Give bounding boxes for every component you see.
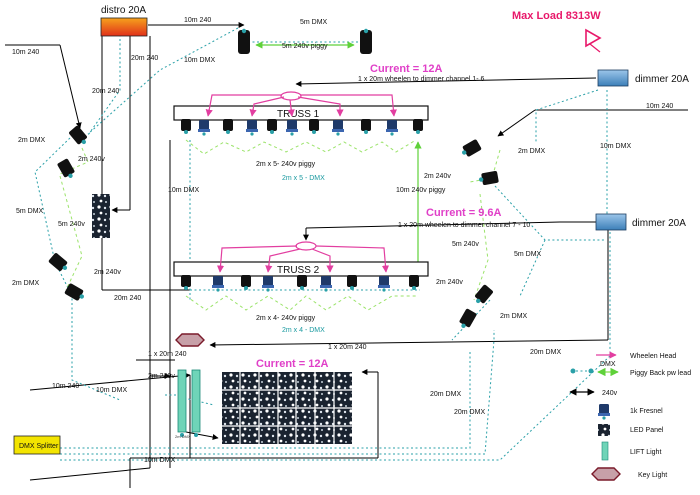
label-l-5mdmx: 5m DMX — [16, 208, 44, 215]
label-left-10m240: 10m 240 — [12, 49, 39, 56]
dmx-splitter: DMX Splitter — [13, 435, 61, 455]
label-b-20mdmx-a: 20m DMX — [530, 349, 561, 356]
label-l-2m240v-a: 2m 240v — [78, 156, 105, 163]
legend-lift-label: LIFT Light — [630, 449, 661, 456]
piggy-cables — [59, 41, 501, 311]
label-t1-piggy: 2m x 5- 240v piggy — [256, 161, 316, 168]
label-20m240-b: 20m 240 — [92, 88, 119, 95]
truss-2: TRUSS 2 — [173, 241, 429, 277]
left-fresnels — [48, 125, 87, 301]
label-r-5m240v: 5m 240v — [452, 241, 479, 248]
legend-piggy-label: Piggy Back pw lead — [630, 370, 691, 377]
legend-fresnel-icon — [598, 404, 610, 420]
legend-key-label: Key Light — [638, 472, 667, 479]
label-t2-dmx: 2m x 4 - DMX — [282, 327, 325, 334]
label-b-10mdmx: 10m DMX — [96, 387, 127, 394]
legend-lift-icon — [601, 441, 609, 461]
label-t1-dmx: 2m x 5 - DMX — [282, 175, 325, 182]
legend-led-icon — [598, 424, 610, 436]
dmx-cables — [34, 27, 611, 461]
top-fresnels — [238, 28, 372, 54]
label-b-1x20m240-b: 1 x 20m 240 — [328, 344, 367, 351]
distro-label: distro 20A — [101, 5, 146, 16]
truss-1: TRUSS 1 — [173, 91, 429, 121]
label-r-2m240v-a: 2m 240v — [424, 173, 451, 180]
label-l-2mdmx-a: 2m DMX — [18, 137, 46, 144]
label-b-1x20m240-a: 1 x 20m 240 — [148, 351, 187, 358]
legend-dmx-icon — [570, 368, 594, 374]
label-mid-20m240: 20m 240 — [114, 295, 141, 302]
dimmer-2-label: dimmer 20A — [632, 218, 686, 229]
label-lift-small: 2m DMX — [175, 434, 191, 439]
label-mid-piggy: 10m 240v piggy — [396, 187, 446, 194]
dimmer-1: dimmer 20A — [597, 69, 689, 87]
label-20m240-a: 20m 240 — [131, 55, 158, 62]
truss-2-wheelen — [216, 245, 390, 273]
truss-2-label: TRUSS 2 — [277, 265, 320, 276]
label-r-2mdmx-a: 2m DMX — [518, 148, 546, 155]
current-led-wall: Current = 12A — [256, 358, 328, 370]
legend-dmx-text: DMX — [600, 361, 616, 368]
legend-key-icon — [591, 467, 621, 481]
dimmer-2: dimmer 20A — [595, 213, 686, 231]
label-l-2mdmx-b: 2m DMX — [12, 280, 40, 287]
label-l-5m240v: 5m 240v — [58, 221, 85, 228]
label-l-2m240v-b: 2m 240v — [94, 269, 121, 276]
label-wheelen-1: 1 x 20m wheelen to dimmer channel 1- 6 — [358, 76, 485, 83]
power-cables — [5, 22, 688, 488]
led-panel-small — [92, 194, 110, 238]
legend-led-label: LED Panel — [630, 427, 664, 434]
legend-wheelen-label: Wheelen Head — [630, 353, 676, 360]
label-b-20mdmx-c: 20m DMX — [454, 409, 485, 416]
label-t2-piggy: 2m x 4- 240v piggy — [256, 315, 316, 322]
truss-2-fixtures — [181, 275, 419, 292]
label-10mdmx-top: 10m DMX — [184, 57, 215, 64]
cable-labels: 10m 240 5m DMX 5m 240v piggy 10m 240 20m… — [12, 17, 673, 464]
right-fresnels — [459, 139, 499, 328]
led-wall — [222, 372, 352, 444]
warning-flag-icon — [585, 28, 602, 53]
label-b-2m240v: 2m 240v — [148, 373, 175, 380]
legend-fresnel-label: 1k Fresnel — [630, 408, 663, 415]
label-mid-10mdmx: 10m DMX — [168, 187, 199, 194]
truss-1-wheelen — [205, 94, 397, 117]
label-b-10m240: 10m 240 — [52, 383, 79, 390]
dmx-splitter-label: DMX Splitter — [19, 443, 59, 450]
max-load-label: Max Load 8313W — [512, 10, 601, 22]
lift-lights — [177, 369, 201, 437]
current-truss-1: Current = 12A — [370, 63, 442, 75]
label-b-20mdmx-b: 20m DMX — [430, 391, 461, 398]
label-r-10m240: 10m 240 — [646, 103, 673, 110]
label-top-10m240: 10m 240 — [184, 17, 211, 24]
label-top-5mdmx: 5m DMX — [300, 19, 328, 26]
label-wheelen-2: 1 x 20m wheelen to dimmer channel 7 - 10 — [398, 222, 530, 229]
label-r-2mdmx-b: 2m DMX — [500, 313, 528, 320]
label-r-5mdmx: 5m DMX — [514, 251, 542, 258]
label-r-2m240v-b: 2m 240v — [436, 279, 463, 286]
truss-1-label: TRUSS 1 — [277, 109, 320, 120]
legend: Wheelen Head Piggy Back pw lead DMX DMX … — [569, 351, 691, 481]
truss-1-fixtures — [181, 119, 423, 136]
label-r-10mdmx: 10m DMX — [600, 143, 631, 150]
current-truss-2: Current = 9.6A — [426, 207, 502, 219]
legend-240v-label: 240v — [602, 390, 618, 397]
key-light — [175, 333, 205, 347]
distro-box: distro 20A — [100, 5, 148, 37]
label-b-10mdmx-2: 10m DMX — [144, 457, 175, 464]
label-top-piggy: 5m 240v piggy — [282, 43, 328, 50]
dimmer-1-label: dimmer 20A — [635, 74, 689, 85]
